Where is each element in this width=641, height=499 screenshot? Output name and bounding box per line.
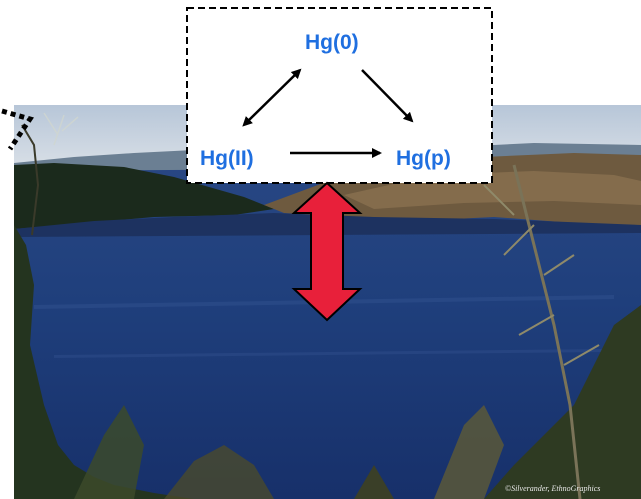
photo-credit: ©Silverander, EthnoGraphics	[505, 484, 601, 493]
node-hg2: Hg(II)	[200, 147, 254, 170]
exchange-double-arrow	[291, 181, 363, 322]
node-hg0: Hg(0)	[305, 31, 359, 54]
arrow-hg2-hg0	[242, 68, 302, 127]
arrow-hg0-hgp	[361, 69, 414, 123]
node-hgp: Hg(p)	[396, 147, 451, 170]
dotted-curve	[1, 108, 34, 151]
